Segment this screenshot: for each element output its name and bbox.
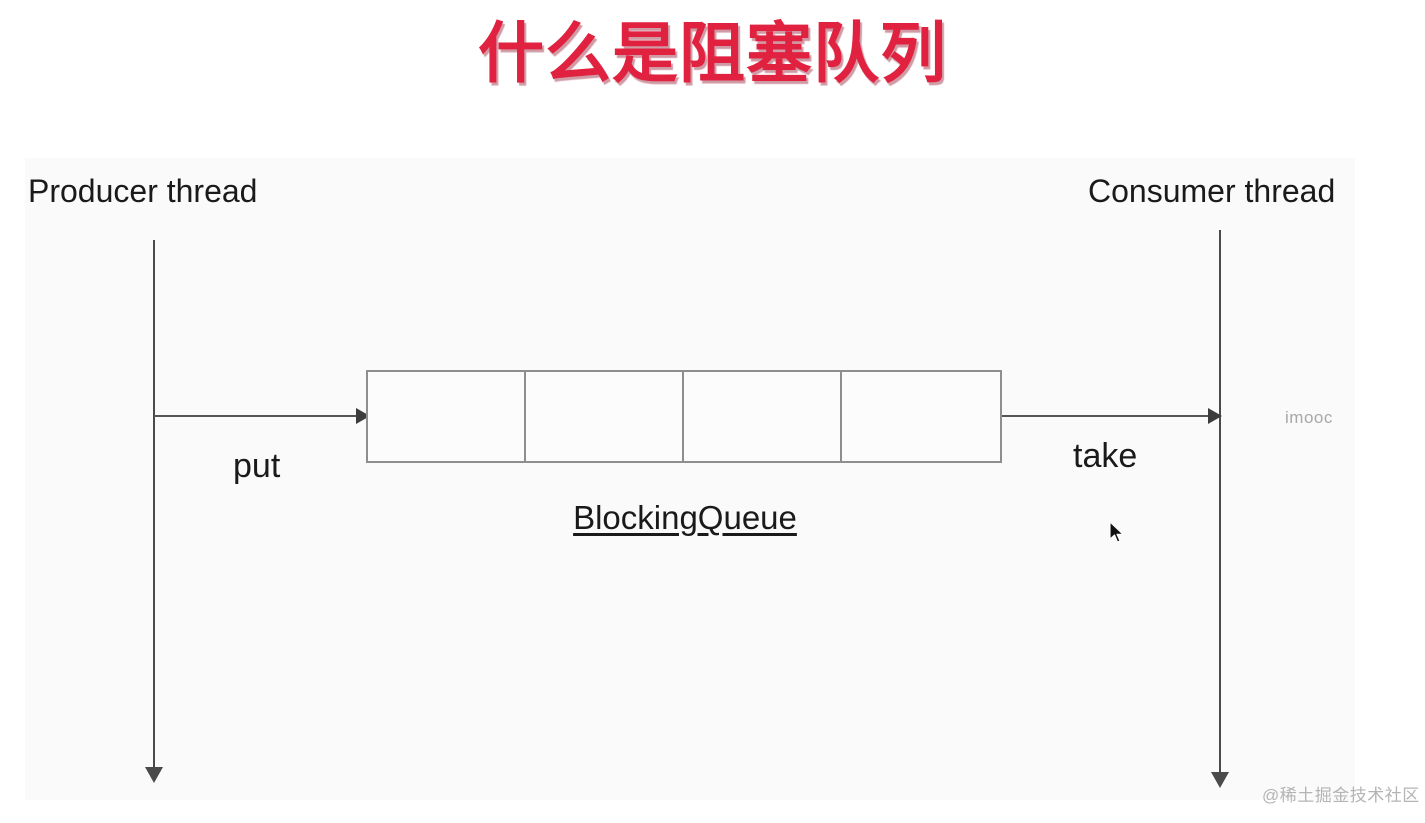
site-watermark: @稀土掘金技术社区 [1262,786,1420,805]
diagram-canvas: Producer thread Consumer thread put take… [25,158,1419,805]
queue-cell [526,372,684,461]
producer-lifeline-arrowhead-icon [145,767,163,783]
consumer-lifeline-arrowhead-icon [1211,772,1229,788]
take-arrowhead-icon [1208,408,1222,424]
take-label: take [1073,437,1138,475]
queue-cell [842,372,1000,461]
producer-lifeline [153,240,155,770]
put-label: put [233,447,281,485]
brand-watermark: imooc [1285,408,1333,427]
queue-cell [684,372,842,461]
put-arrow-line [154,415,358,417]
page-title: 什么是阻塞队列 [478,16,947,90]
consumer-thread-label: Consumer thread [1088,173,1336,209]
producer-thread-label: Producer thread [28,173,258,209]
blocking-queue-cells [366,370,1002,463]
queue-cell [368,372,526,461]
blocking-queue-caption: BlockingQueue [573,499,797,536]
take-arrow-line [866,415,1211,417]
consumer-lifeline [1219,230,1221,775]
